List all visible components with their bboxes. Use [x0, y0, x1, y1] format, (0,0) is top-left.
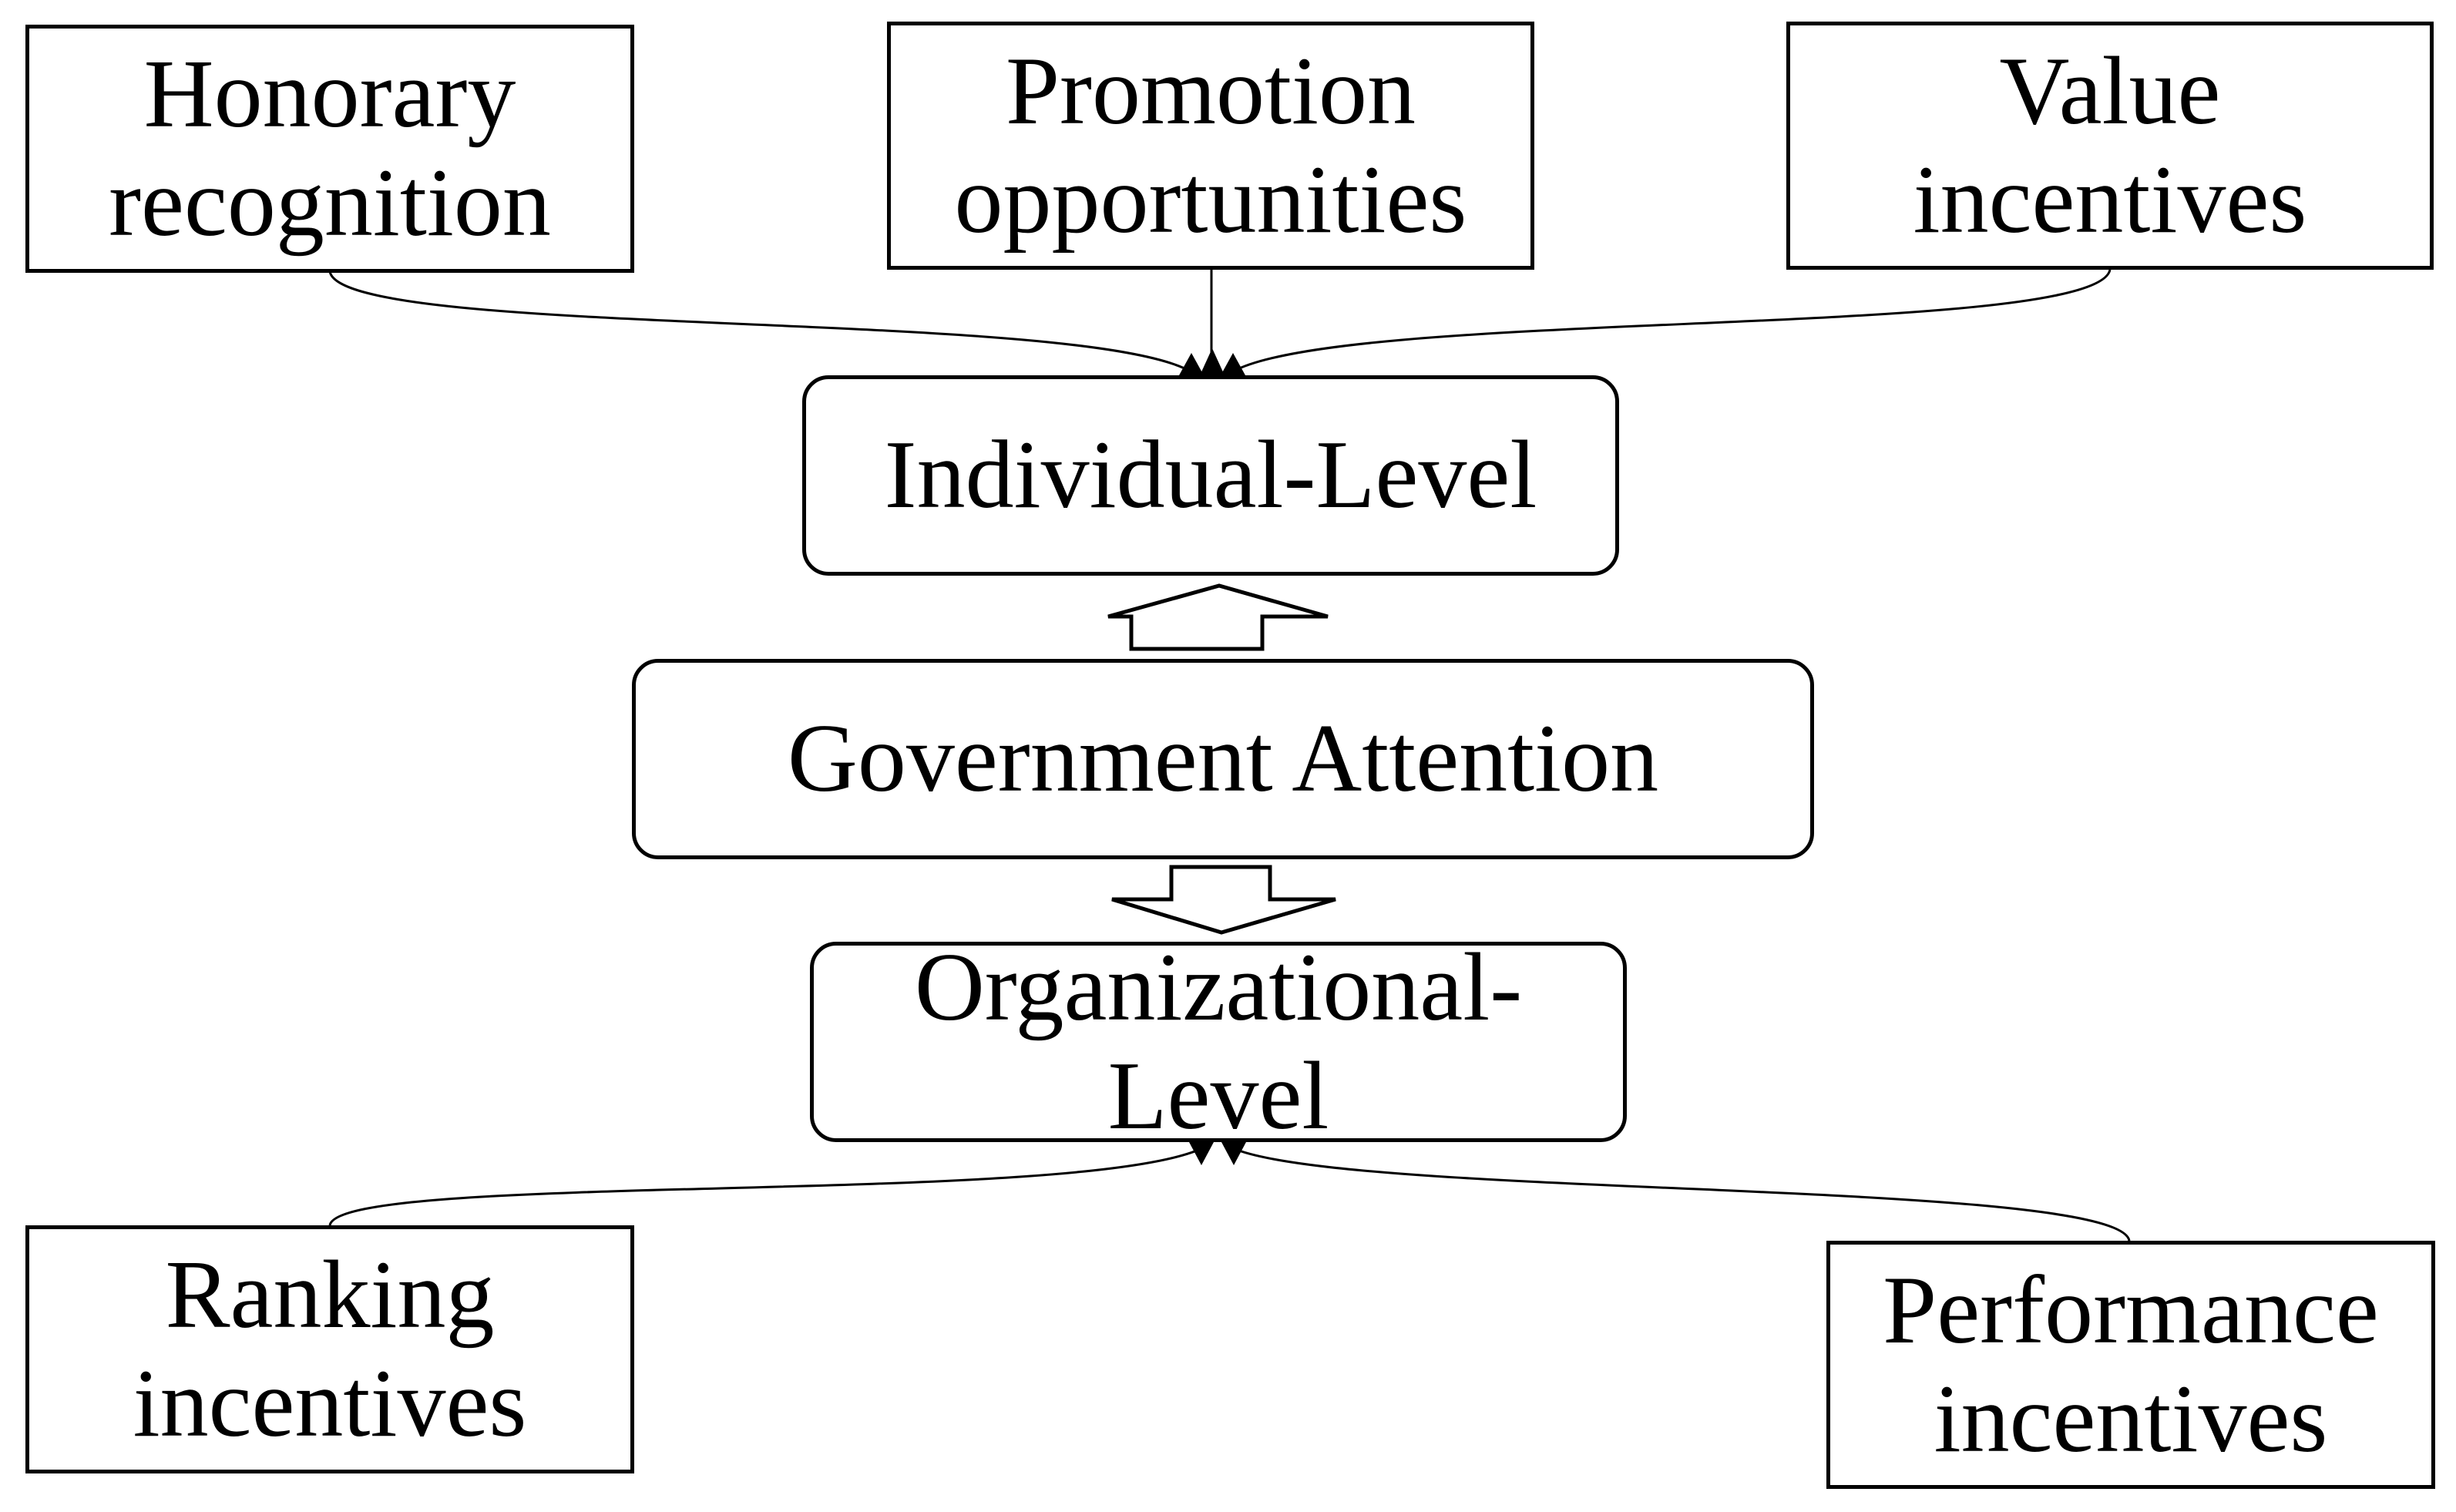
value-incentives-line-2: incentives: [1913, 146, 2307, 254]
connector-performance-to-organizational: [1232, 1147, 2131, 1242]
value-incentives-box: Value incentives: [1786, 22, 2434, 270]
honorary-recognition-line-1: Honorary: [143, 40, 516, 148]
arrowhead-performance: [1221, 1142, 1246, 1165]
promotion-opportunities-box: Promotion opportunities: [887, 22, 1534, 270]
performance-incentives-line-2: incentives: [1934, 1366, 2328, 1473]
value-incentives-line-1: Value: [1999, 37, 2221, 145]
connector-value-to-individual: [1232, 269, 2112, 373]
arrowhead-honorary: [1179, 353, 1204, 375]
ranking-incentives-line-1: Ranking: [165, 1241, 495, 1349]
block-arrow-down: [1111, 865, 1336, 935]
organizational-level-line-2: Level: [1107, 1043, 1329, 1150]
connector-ranking-to-organizational: [328, 1147, 1203, 1226]
honorary-recognition-line-2: recognition: [109, 150, 551, 257]
promotion-opportunities-line-1: Promotion: [1005, 37, 1416, 145]
block-arrow-up: [1107, 583, 1329, 651]
promotion-opportunities-line-2: opportunities: [954, 146, 1467, 254]
individual-level-box: Individual-Level: [802, 375, 1619, 576]
organizational-level-box: Organizational- Level: [810, 934, 1627, 1150]
performance-incentives-line-1: Performance: [1883, 1256, 2379, 1364]
performance-incentives-box: Performance incentives: [1826, 1241, 2435, 1489]
arrowhead-value: [1221, 353, 1245, 375]
arrowhead-ranking: [1189, 1142, 1214, 1165]
organizational-level-line-1: Organizational-: [914, 933, 1523, 1041]
individual-level-label: Individual-Level: [884, 422, 1537, 529]
arrowhead-promotion: [1200, 348, 1225, 375]
honorary-recognition-box: Honorary recognition: [25, 25, 634, 273]
connector-honorary-to-individual: [328, 270, 1191, 373]
ranking-incentives-line-2: incentives: [133, 1350, 527, 1457]
government-attention-box: Government Attention: [632, 659, 1814, 859]
ranking-incentives-box: Ranking incentives: [25, 1225, 634, 1473]
government-attention-label: Government Attention: [787, 705, 1659, 813]
